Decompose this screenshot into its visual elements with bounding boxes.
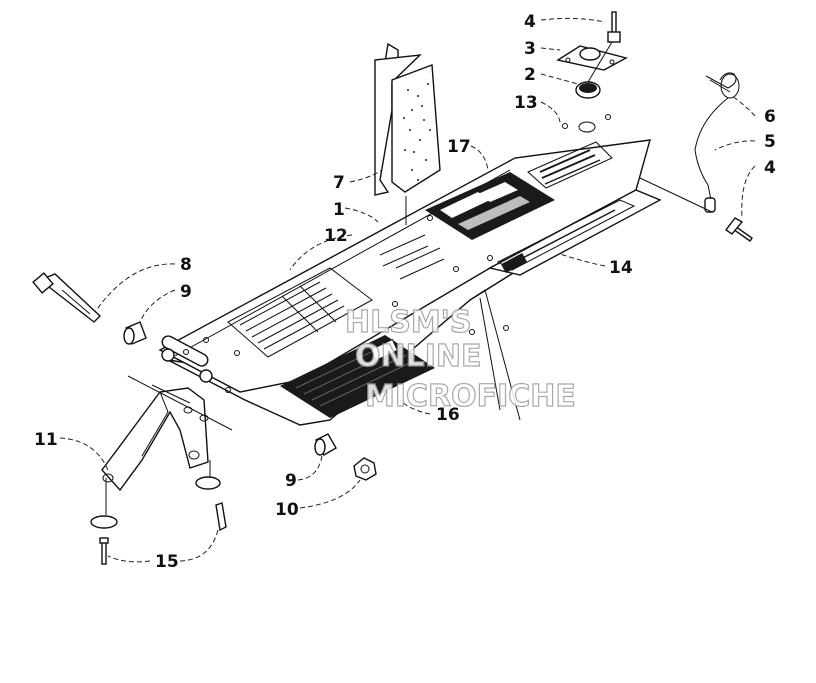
leader-lines (59, 17, 756, 563)
callout-9-bottom: 9 (285, 471, 297, 491)
part-10-nut (353, 457, 377, 481)
part-5-cable (694, 97, 729, 213)
watermark-line-3: MICROFICHE (365, 379, 576, 414)
decal-12-hatch (227, 267, 373, 358)
callout-9-left: 9 (180, 282, 192, 302)
callout-3: 3 (524, 39, 536, 59)
callout-16: 16 (436, 405, 460, 425)
part-8-bolt (32, 272, 102, 323)
tunnel-assembly (158, 114, 662, 426)
part-3-plate (556, 45, 628, 71)
callout-11: 11 (34, 430, 58, 450)
watermark-line-2: ONLINE (355, 339, 482, 374)
callout-5: 5 (764, 132, 776, 152)
callout-15: 15 (155, 552, 179, 572)
callout-4-top: 4 (524, 12, 536, 32)
callout-labels: 4 3 2 13 6 5 4 17 7 1 12 8 9 14 16 11 9 … (34, 12, 776, 572)
part-4-bolt-top (607, 11, 621, 43)
callout-8: 8 (180, 255, 192, 275)
deck-slots (379, 234, 445, 280)
rivet-holes (183, 114, 611, 393)
callout-1: 1 (333, 200, 345, 220)
callout-2: 2 (524, 65, 536, 85)
decal-13-label (527, 141, 613, 189)
part-6-clip (705, 72, 740, 99)
part-15-rivets (90, 476, 227, 565)
part-9-spacer-left (123, 321, 147, 345)
decal-17-panel (425, 172, 555, 240)
part-4-pin-right (724, 217, 753, 242)
tunnel-right-flange (488, 189, 662, 276)
callout-10: 10 (275, 500, 299, 520)
floor-mat-16 (280, 335, 435, 418)
explode-lines (105, 41, 713, 515)
decal-14-strip (496, 199, 636, 274)
callout-6: 6 (764, 107, 776, 127)
watermark-line-1: HLSM'S (345, 305, 471, 340)
hitch-tube (161, 335, 209, 367)
callout-12: 12 (324, 226, 348, 246)
watermark: HLSM'S ONLINE MICROFICHE (344, 304, 576, 414)
part-9-spacer-bottom (314, 433, 337, 456)
callout-17: 17 (447, 137, 471, 157)
part-11-bracket (101, 387, 209, 492)
callout-4-right: 4 (764, 158, 776, 178)
part-7-pad (374, 42, 441, 225)
callout-14: 14 (609, 258, 633, 278)
part-2-grommet (575, 81, 601, 133)
tunnel-front-edge (159, 349, 301, 393)
callout-7: 7 (333, 173, 345, 193)
callout-13: 13 (514, 93, 538, 113)
